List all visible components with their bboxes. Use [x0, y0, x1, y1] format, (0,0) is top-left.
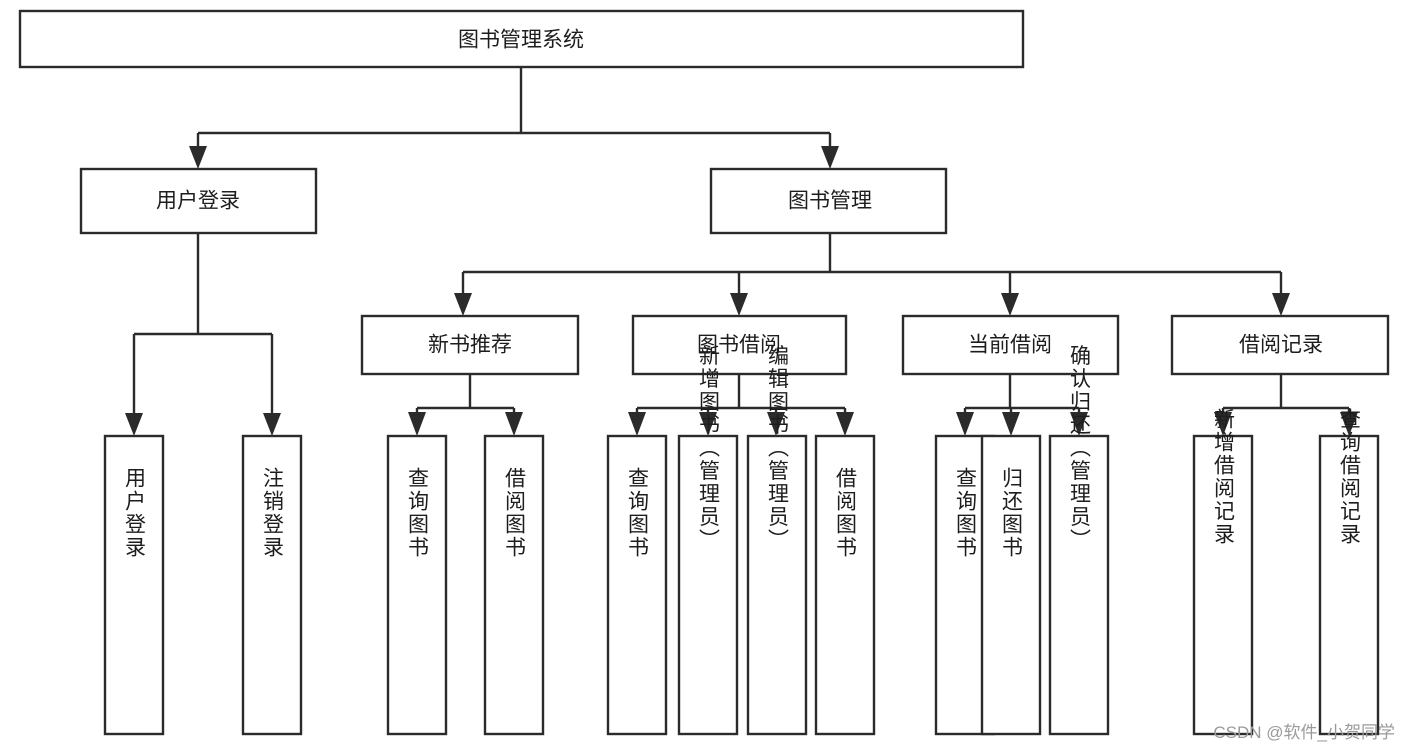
leaf-node-add-book-admin-box[interactable]	[677, 434, 739, 736]
arrow-head-g2-leaf-4	[836, 412, 854, 436]
leaf-node-logout-box[interactable]	[241, 434, 303, 736]
arrow-head-g1-leaf-1	[408, 412, 426, 436]
leaf-node-query-book-1[interactable]: 查询图书	[386, 434, 448, 736]
arrow-head-borrow-record	[1272, 293, 1290, 316]
arrow-head-g3-leaf-3	[1070, 412, 1088, 436]
leaf-node-edit-book-admin-label: 编辑图书（管理员）	[766, 345, 790, 552]
arrow-head-user-login	[189, 146, 207, 169]
node-book-management-label: 图书管理	[788, 190, 872, 213]
connector-layer	[125, 67, 1358, 436]
arrow-head-g4-leaf-1	[1214, 412, 1232, 436]
arrow-head-book-mgmt	[821, 146, 839, 169]
node-current-borrowing-box[interactable]	[901, 314, 1120, 376]
leaf-node-confirm-return-admin-label: 确认归还（管理员）	[1068, 345, 1092, 552]
leaf-node-return-book-box[interactable]	[980, 434, 1042, 736]
leaf-node-add-borrow-record[interactable]: 新增借阅记录	[1192, 408, 1254, 736]
node-root-box[interactable]	[18, 9, 1025, 69]
node-book-borrowing[interactable]: 图书借阅	[631, 314, 848, 376]
node-root[interactable]: 图书管理系统	[18, 9, 1025, 69]
leaf-node-query-book-2[interactable]: 查询图书	[606, 434, 668, 736]
node-borrowing-record-label: 借阅记录	[1239, 334, 1323, 357]
leaf-node-borrow-book-2-box[interactable]	[814, 434, 876, 736]
arrow-head-leaf-logout	[263, 413, 281, 436]
leaf-node-borrow-book-2-label: 借阅图书	[834, 467, 858, 559]
arrow-head-g3-leaf-1	[956, 412, 974, 436]
leaf-node-borrow-book-1-box[interactable]	[483, 434, 545, 736]
node-new-book-recommendation-box[interactable]	[360, 314, 580, 376]
node-current-borrowing[interactable]: 当前借阅	[901, 314, 1120, 376]
leaf-node-confirm-return-admin[interactable]: 确认归还（管理员）	[1048, 345, 1110, 736]
leaf-node-logout[interactable]: 注销登录	[241, 434, 303, 736]
arrow-head-g3-leaf-2	[1002, 412, 1020, 436]
arrow-head-g4-leaf-2	[1340, 412, 1358, 436]
leaf-node-borrow-book-2[interactable]: 借阅图书	[814, 434, 876, 736]
leaf-node-add-book-admin-label: 新增图书（管理员）	[697, 345, 721, 552]
node-user-login-label: 用户登录	[156, 190, 240, 213]
leaf-node-borrow-book-1[interactable]: 借阅图书	[483, 434, 545, 736]
leaf-node-logout-label: 注销登录	[261, 467, 285, 559]
leaf-node-edit-book-admin[interactable]: 编辑图书（管理员）	[746, 345, 808, 736]
node-new-book-recommendation[interactable]: 新书推荐	[360, 314, 580, 376]
leaf-node-user-login-box[interactable]	[103, 434, 165, 736]
leaf-node-edit-book-admin-box[interactable]	[746, 434, 808, 736]
leaf-node-borrow-book-1-label: 借阅图书	[503, 467, 527, 559]
leaf-node-query-book-1-label: 查询图书	[406, 467, 430, 559]
arrow-head-g2-leaf-1	[628, 412, 646, 436]
leaf-node-query-borrow-record[interactable]: 查询借阅记录	[1318, 408, 1380, 736]
node-book-borrowing-label: 图书借阅	[697, 334, 781, 357]
arrow-head-new-book-rec	[454, 293, 472, 316]
leaf-node-user-login-label: 用户登录	[123, 467, 147, 559]
leaf-node-add-borrow-record-label: 新增借阅记录	[1212, 408, 1236, 546]
arrow-head-g1-leaf-2	[505, 412, 523, 436]
csdn-watermark: CSDN @软件_小贺同学	[1213, 723, 1395, 742]
node-root-label: 图书管理系统	[458, 29, 584, 52]
node-user-login[interactable]: 用户登录	[79, 167, 318, 235]
arrow-head-g2-leaf-3	[767, 412, 785, 436]
leaf-node-query-book-2-label: 查询图书	[626, 467, 650, 559]
leaf-node-user-login[interactable]: 用户登录	[103, 434, 165, 736]
leaf-node-return-book-label: 归还图书	[1000, 467, 1024, 559]
leaf-nodes: 用户登录 注销登录 查询图书 借阅图书 查询图书 新	[103, 345, 1380, 736]
leaf-node-return-book[interactable]: 归还图书	[980, 434, 1042, 736]
leaf-node-query-book-1-box[interactable]	[386, 434, 448, 736]
arrow-head-current-borrow	[1001, 293, 1019, 316]
node-current-borrowing-label: 当前借阅	[968, 334, 1052, 357]
node-book-management-box[interactable]	[709, 167, 948, 235]
arrow-head-leaf-user-login	[125, 413, 143, 436]
node-book-management[interactable]: 图书管理	[709, 167, 948, 235]
arrow-head-g2-leaf-2	[699, 412, 717, 436]
leaf-node-query-borrow-record-label: 查询借阅记录	[1338, 408, 1362, 546]
node-new-book-recommendation-label: 新书推荐	[428, 334, 512, 357]
node-user-login-box[interactable]	[79, 167, 318, 235]
node-book-borrowing-box[interactable]	[631, 314, 848, 376]
leaf-node-query-borrow-record-box[interactable]	[1318, 434, 1380, 736]
leaf-node-confirm-return-admin-box[interactable]	[1048, 434, 1110, 736]
node-borrowing-record[interactable]: 借阅记录	[1170, 314, 1390, 376]
leaf-node-query-book-3-label: 查询图书	[954, 467, 978, 559]
leaf-node-query-book-2-box[interactable]	[606, 434, 668, 736]
leaf-node-add-borrow-record-box[interactable]	[1192, 434, 1254, 736]
arrow-head-book-borrow	[730, 293, 748, 316]
node-borrowing-record-box[interactable]	[1170, 314, 1390, 376]
leaf-node-add-book-admin[interactable]: 新增图书（管理员）	[677, 345, 739, 736]
